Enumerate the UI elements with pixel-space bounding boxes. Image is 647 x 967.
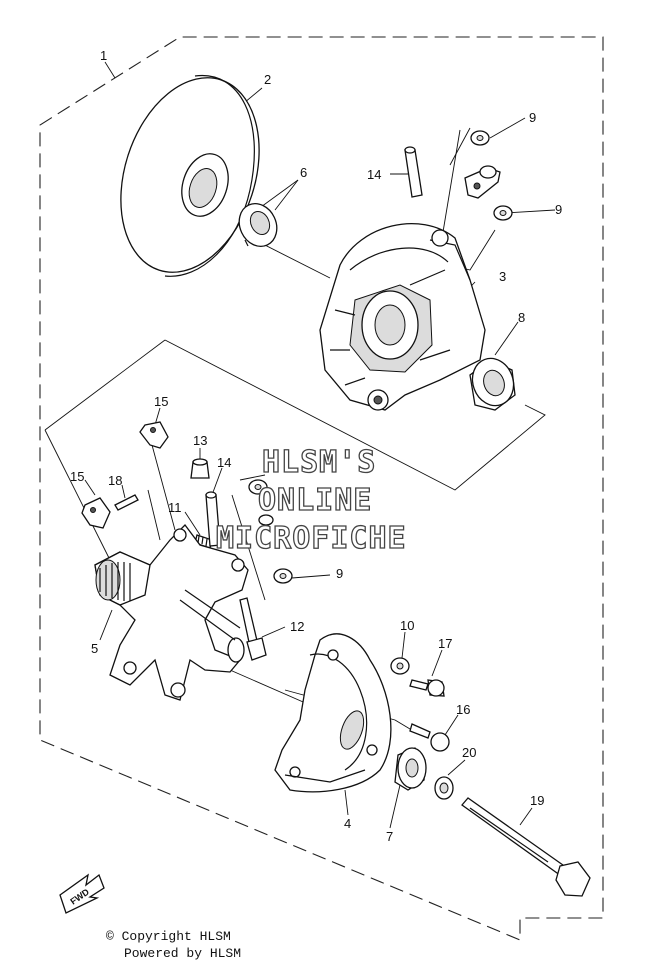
callout-4: 4: [344, 816, 351, 831]
callout-9a: 9: [529, 110, 536, 125]
sheave-disc: [120, 74, 260, 277]
callout-3: 3: [499, 269, 506, 284]
callout-14a: 14: [367, 167, 381, 182]
pin-top: [404, 146, 423, 198]
callout-13: 13: [193, 433, 207, 448]
assembly-outline: [39, 36, 604, 941]
cap-nut: [190, 458, 210, 479]
callout-9b: 9: [555, 202, 562, 217]
washer-20: [434, 776, 454, 800]
bushing-collar: [238, 203, 278, 247]
callout-15a: 15: [154, 394, 168, 409]
callout-15b: 15: [70, 469, 84, 484]
leader-lines: [84, 61, 556, 829]
watermark-line2: ONLINE: [258, 483, 372, 518]
callout-2: 2: [264, 72, 271, 87]
callout-12: 12: [290, 619, 304, 634]
watermark: HLSM'S ONLINE MICROFICHE: [215, 444, 407, 556]
bolt-long: [239, 597, 267, 661]
callout-18: 18: [108, 473, 122, 488]
callout-6: 6: [300, 165, 307, 180]
spider-hub: [94, 524, 249, 701]
callout-8: 8: [518, 310, 525, 325]
weight-upper: [139, 421, 169, 449]
callout-5: 5: [91, 641, 98, 656]
roller: [394, 747, 427, 791]
callout-1: 1: [100, 48, 107, 63]
bolt-17: [409, 679, 445, 697]
powered-by-text: Powered by HLSM: [124, 946, 242, 961]
callout-9c: 9: [336, 566, 343, 581]
cover-plate: [274, 633, 392, 793]
bolt-16: [409, 723, 450, 752]
callout-20: 20: [462, 745, 476, 760]
fwd-arrow: FWD: [59, 873, 105, 914]
callout-labels: 1 2 6 9 14 9 3 8 15 13 14 15 18 11 9 5 1…: [70, 48, 562, 844]
pin-lower: [205, 491, 221, 547]
callout-14b: 14: [217, 455, 231, 470]
callout-11: 11: [168, 500, 182, 515]
washer-top: [470, 130, 513, 221]
pin-small: [114, 494, 139, 511]
washer-10: [390, 657, 410, 675]
callout-10: 10: [400, 618, 414, 633]
copyright-text: © Copyright HLSM: [106, 929, 231, 944]
sheave-housing: [319, 223, 486, 411]
callout-7: 7: [386, 829, 393, 844]
washer-mid: [248, 479, 293, 584]
bracket-arm: [464, 165, 501, 199]
bolt-19: [461, 797, 591, 897]
callout-19: 19: [530, 793, 544, 808]
assembly-guides: [44, 127, 546, 736]
callout-16: 16: [456, 702, 470, 717]
roller-bushing: [469, 357, 516, 411]
weight-lower: [81, 497, 111, 529]
watermark-line1: HLSM'S: [262, 445, 376, 480]
callout-17: 17: [438, 636, 452, 651]
watermark-line3: MICROFICHE: [216, 521, 407, 556]
